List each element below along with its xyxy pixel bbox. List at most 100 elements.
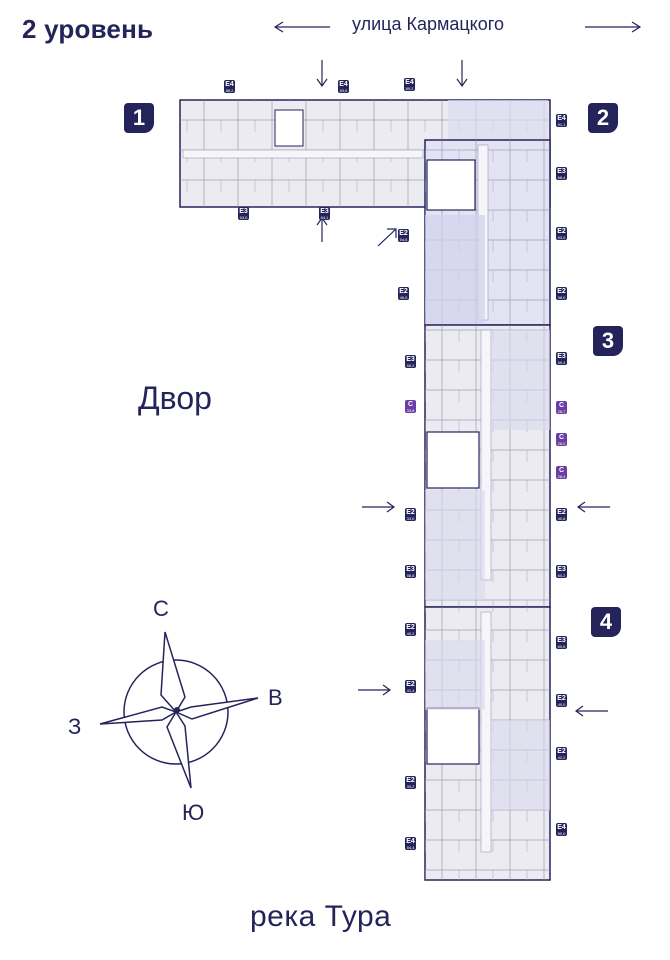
apartment-type: E3 — [557, 353, 566, 360]
apartment-type: E4 — [225, 81, 234, 88]
apartment-type: E2 — [406, 509, 415, 516]
street-label: улица Кармацкого — [352, 14, 504, 34]
section-2-plan — [424, 139, 551, 326]
compass-north-label: С — [153, 596, 169, 621]
section-badge-1[interactable]: 1 — [124, 103, 154, 133]
yard-label: Двор — [138, 380, 212, 416]
apartment-area: 63,0 — [239, 215, 248, 220]
compass-south-label: Ю — [182, 800, 205, 825]
compass-west-label: З — [68, 714, 82, 739]
apartment-area: 60,2 — [557, 573, 566, 578]
apartment-area: 26,0 — [557, 441, 566, 446]
compass-rose — [99, 631, 259, 789]
apartment-type: E4 — [557, 115, 566, 122]
apartment-area: 33,0 — [406, 516, 415, 521]
apartment-area: 88,2 — [225, 88, 234, 93]
apartment-area: 38,0 — [557, 295, 566, 300]
apartment-area: 64,1 — [320, 215, 329, 220]
level-title: 2 уровень — [22, 14, 154, 44]
apartment-area: 89,2 — [405, 86, 414, 91]
apartment-area: 68,4 — [557, 175, 566, 180]
apartment-area: 83,6 — [339, 88, 348, 93]
apartment-area: 40,0 — [557, 702, 566, 707]
entrance-arrows — [316, 60, 610, 717]
apartment-area: 59,4 — [557, 360, 566, 365]
section-4-plan — [424, 606, 551, 881]
apartment-area: 60,6 — [557, 644, 566, 649]
apartment-type: E3 — [239, 208, 248, 215]
apartment-type: E2 — [557, 288, 566, 295]
apartment-type: E3 — [406, 566, 415, 573]
apartment-area: 53,0 — [557, 235, 566, 240]
apartment-area: 58,2 — [406, 363, 415, 368]
apartment-type: E4 — [406, 838, 415, 845]
apartment-type: E4 — [405, 79, 414, 86]
apartment-type: E3 — [557, 637, 566, 644]
apartment-area: 42,2 — [557, 755, 566, 760]
street-arrows — [273, 21, 642, 33]
apartment-type: E2 — [557, 509, 566, 516]
apartment-type: E2 — [557, 695, 566, 702]
apartment-type: C — [558, 402, 565, 409]
apartment-type: E4 — [339, 81, 348, 88]
apartment-area: 33,8 — [406, 408, 415, 413]
apartment-type: E2 — [406, 624, 415, 631]
apartment-type: E3 — [320, 208, 329, 215]
section-badge-3[interactable]: 3 — [593, 326, 623, 356]
section-badge-4[interactable]: 4 — [591, 607, 621, 637]
apartment-type: E2 — [406, 777, 415, 784]
apartment-area: 46,0 — [399, 295, 408, 300]
apartment-area: 54,6 — [399, 237, 408, 242]
apartment-type: C — [558, 467, 565, 474]
apartment-type: E3 — [557, 566, 566, 573]
apartment-type: E3 — [557, 168, 566, 175]
compass-east-label: В — [268, 685, 283, 710]
apartment-area: 28,4 — [557, 474, 566, 479]
river-label: река Тура — [250, 900, 392, 933]
apartment-type: E2 — [557, 748, 566, 755]
apartment-type: E2 — [406, 681, 415, 688]
apartment-area: 39,2 — [406, 784, 415, 789]
apartment-area: 58,8 — [406, 573, 415, 578]
apartment-type: E4 — [557, 824, 566, 831]
apartment-area: 28,7 — [557, 409, 566, 414]
apartment-type: E2 — [399, 288, 408, 295]
apartment-type: E2 — [557, 228, 566, 235]
section-badge-2[interactable]: 2 — [588, 103, 618, 133]
apartment-type: C — [558, 434, 565, 441]
apartment-type: E2 — [399, 230, 408, 237]
apartment-type: C — [407, 401, 414, 408]
section-3-plan — [424, 324, 551, 608]
apartment-area: 41,4 — [406, 688, 415, 693]
